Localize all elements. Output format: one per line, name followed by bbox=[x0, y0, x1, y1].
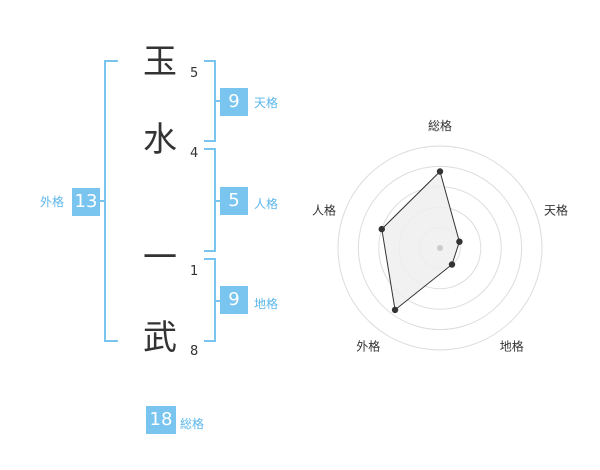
stroke-count-4: 8 bbox=[190, 344, 199, 359]
chikaku-value: 9 bbox=[220, 286, 248, 314]
radar-point-2 bbox=[456, 238, 463, 245]
stroke-count-1: 5 bbox=[190, 66, 199, 81]
stroke-count-2: 4 bbox=[190, 146, 199, 161]
radar-axis-label-4: 外格 bbox=[356, 339, 380, 354]
tenkaku-bracket-stub bbox=[214, 100, 220, 102]
chikaku-label: 地格 bbox=[254, 297, 279, 311]
radar-center-dot bbox=[437, 245, 443, 251]
jinkaku-value: 5 bbox=[220, 187, 248, 215]
radar-area bbox=[381, 170, 460, 311]
name-char-1: 玉 bbox=[143, 42, 177, 82]
name-char-4: 武 bbox=[143, 318, 177, 358]
radar-point-4 bbox=[391, 306, 399, 314]
soukaku-value: 18 bbox=[146, 406, 176, 434]
name-char-2: 水 bbox=[143, 120, 177, 160]
radar-point-3 bbox=[448, 261, 456, 268]
radar-axis-label-2: 天格 bbox=[544, 202, 568, 217]
gaikaku-bracket-stub bbox=[98, 200, 106, 202]
radar-grid-ring bbox=[337, 145, 543, 351]
soukaku-label: 総格 bbox=[180, 417, 205, 431]
stroke-count-3: 1 bbox=[190, 264, 199, 279]
jinkaku-bracket-stub bbox=[214, 200, 220, 202]
radar-axis-label-5: 人格 bbox=[312, 202, 336, 217]
jinkaku-label: 人格 bbox=[254, 197, 279, 211]
gaikaku-value: 13 bbox=[72, 188, 100, 216]
gaikaku-label: 外格 bbox=[40, 195, 65, 209]
radar-axis-label-3: 地格 bbox=[500, 339, 524, 354]
radar-point-1 bbox=[436, 168, 444, 175]
radar-point-5 bbox=[378, 225, 385, 233]
radar-grid-ring bbox=[357, 165, 523, 331]
tenkaku-label: 天格 bbox=[254, 96, 279, 110]
tenkaku-value: 9 bbox=[220, 88, 248, 116]
name-char-3: 一 bbox=[143, 238, 177, 278]
chikaku-bracket-stub bbox=[214, 300, 220, 302]
radar-axis-label-1: 総格 bbox=[428, 118, 452, 133]
